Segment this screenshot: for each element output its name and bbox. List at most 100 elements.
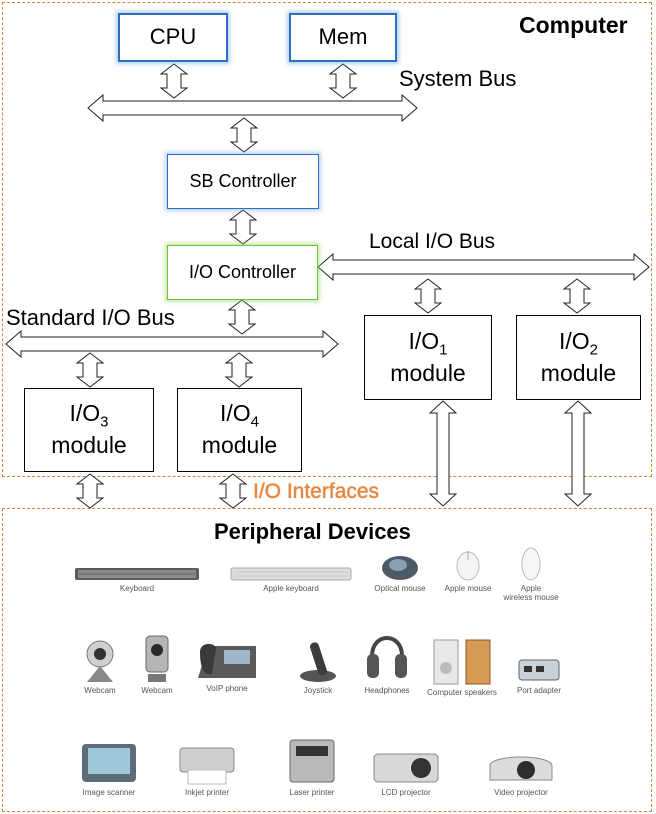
- inkjet-printer-caption: Inkjet printer: [184, 788, 230, 797]
- joystick-caption: Joystick: [303, 686, 333, 695]
- device-laser-printer: Laser printer: [280, 736, 344, 797]
- apple-keyboard-icon: [230, 567, 352, 581]
- apple-wireless-mouse-icon: [521, 547, 541, 581]
- device-inkjet-printer: Inkjet printer: [172, 744, 242, 797]
- standard-io-bus-arrow: [5, 329, 339, 359]
- computer-title: Computer: [519, 12, 628, 38]
- system-bus-arrow: [87, 93, 418, 123]
- device-keyboard: Keyboard: [72, 566, 202, 593]
- video-projector-icon: [489, 756, 553, 781]
- io3-interface-arrow: [75, 473, 105, 509]
- local-io-bus-arrow: [317, 252, 650, 282]
- apple-wireless-mouse-caption: Apple wireless mouse: [503, 584, 559, 603]
- local-io1-arrow: [413, 278, 443, 314]
- std-io3-arrow: [75, 352, 105, 388]
- optical-mouse-caption: Optical mouse: [374, 584, 426, 593]
- io1-prefix: I/O: [408, 327, 440, 354]
- standard-io-bus-label: Standard I/O Bus: [6, 305, 175, 330]
- apple-keyboard-caption: Apple keyboard: [263, 584, 319, 593]
- io2-sub: 2: [589, 341, 598, 359]
- io-interfaces-label: I/O Interfaces: [253, 480, 380, 503]
- device-webcam-2: Webcam: [132, 634, 182, 695]
- webcam-icon: [86, 640, 114, 682]
- computer-region: [2, 2, 652, 477]
- laser-printer-caption: Laser printer: [289, 788, 335, 797]
- sb-controller-label: SB Controller: [189, 170, 297, 191]
- port-adapter-caption: Port adapter: [516, 686, 562, 695]
- device-lcd-projector: LCD projector: [368, 746, 444, 797]
- device-apple-mouse: Apple mouse: [440, 548, 496, 593]
- webcam-2-icon: [145, 635, 169, 682]
- lcd-projector-caption: LCD projector: [381, 788, 431, 797]
- mem-bus-arrow: [328, 63, 358, 99]
- io3-prefix: I/O: [69, 400, 101, 427]
- std-io4-arrow: [224, 352, 254, 388]
- speakers-icon: [433, 639, 491, 685]
- lcd-projector-icon: [373, 753, 439, 783]
- sb-controller-box: SB Controller: [167, 154, 319, 209]
- io4-interface-arrow: [218, 473, 248, 509]
- io2-word: module: [540, 359, 617, 386]
- image-scanner-caption: Image scanner: [82, 788, 136, 797]
- device-joystick: Joystick: [290, 634, 346, 695]
- voip-phone-caption: VoIP phone: [206, 684, 248, 693]
- cpu-label: CPU: [149, 24, 197, 50]
- local-io-bus-label: Local I/O Bus: [369, 230, 496, 253]
- peripheral-title: Peripheral Devices: [214, 519, 411, 544]
- io4-module: I/O4 module: [177, 388, 302, 472]
- device-apple-keyboard: Apple keyboard: [228, 566, 354, 593]
- headphones-caption: Headphones: [364, 686, 410, 695]
- apple-mouse-icon: [456, 551, 480, 581]
- io4-prefix: I/O: [219, 400, 251, 427]
- joystick-icon: [300, 642, 336, 682]
- image-scanner-icon: [82, 744, 136, 782]
- io-controller-box: I/O Controller: [167, 245, 318, 300]
- video-projector-caption: Video projector: [494, 788, 548, 797]
- device-voip-phone: VoIP phone: [192, 638, 262, 693]
- apple-mouse-caption: Apple mouse: [444, 584, 492, 593]
- io3-module: I/O3 module: [24, 388, 154, 472]
- laser-printer-icon: [289, 739, 335, 783]
- bus-sb-arrow: [229, 117, 259, 153]
- peripheral-region: [2, 508, 652, 812]
- computer-speakers-caption: Computer speakers: [427, 688, 497, 697]
- mem-label: Mem: [318, 24, 368, 50]
- device-optical-mouse: Optical mouse: [370, 552, 430, 593]
- voip-phone-icon: [198, 643, 256, 678]
- io2-module: I/O2 module: [516, 315, 641, 400]
- device-headphones: Headphones: [356, 626, 418, 695]
- keyboard-caption: Keyboard: [119, 584, 155, 593]
- local-io2-arrow: [562, 278, 592, 314]
- io1-module: I/O1 module: [364, 315, 492, 400]
- mem-box: Mem: [289, 13, 397, 62]
- io1-interface-arrow: [428, 400, 458, 507]
- system-bus-label: System Bus: [399, 66, 517, 91]
- inkjet-printer-icon: [179, 747, 235, 785]
- device-video-projector: Video projector: [482, 746, 560, 797]
- headphones-icon: [367, 636, 407, 678]
- io3-word: module: [51, 432, 127, 458]
- device-image-scanner: Image scanner: [74, 740, 144, 797]
- io3-sub: 3: [100, 414, 109, 431]
- webcam-2-caption: Webcam: [141, 686, 173, 695]
- webcam-1-caption: Webcam: [84, 686, 116, 695]
- sb-io-arrow: [228, 209, 258, 245]
- io1-sub: 1: [439, 341, 448, 359]
- io4-word: module: [201, 432, 278, 458]
- io-controller-label: I/O Controller: [188, 261, 297, 282]
- keyboard-icon: [75, 568, 199, 580]
- io2-prefix: I/O: [558, 327, 590, 354]
- port-adapter-icon: [518, 659, 560, 681]
- io4-sub: 4: [250, 414, 259, 431]
- device-webcam-1: Webcam: [72, 636, 128, 695]
- cpu-bus-arrow: [159, 63, 189, 99]
- optical-mouse-icon: [382, 556, 418, 580]
- cpu-box: CPU: [118, 13, 228, 62]
- io1-word: module: [390, 359, 466, 386]
- io2-interface-arrow: [563, 400, 593, 507]
- device-port-adapter: Port adapter: [508, 654, 570, 695]
- device-computer-speakers: Computer speakers: [424, 638, 500, 697]
- device-apple-wireless-mouse: Apple wireless mouse: [503, 546, 559, 602]
- ioc-std-arrow: [227, 299, 257, 335]
